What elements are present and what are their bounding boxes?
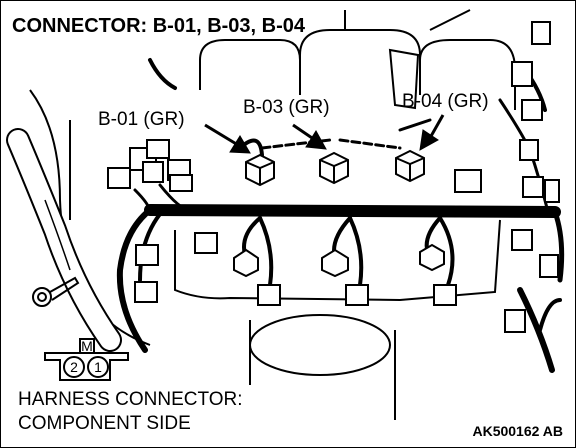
harness-connector-caption: HARNESS CONNECTOR: [18,389,243,410]
pin-2 [63,356,85,378]
pin-1-label: 1 [94,359,102,375]
figure-code: AK500162 AB [472,423,563,439]
key-mark-label: M [81,338,93,354]
target-connectors [245,149,425,187]
harness-connector-face: M 2 1 [44,338,129,381]
component-side-caption: COMPONENT SIDE [18,413,191,434]
connector-label-b04: B-04 (GR) [402,91,489,112]
pin-1 [87,356,109,378]
connector-label-b03: B-03 (GR) [243,97,330,118]
leader-arrows [204,114,445,154]
ground-terminal [32,276,80,307]
key-mark [79,338,95,354]
left-hose [6,128,122,352]
pin-2-label: 2 [70,359,78,375]
page-title: CONNECTOR: B-01, B-03, B-04 [12,15,306,37]
connectors [107,21,560,333]
connector-label-b01: B-01 (GR) [98,109,185,130]
